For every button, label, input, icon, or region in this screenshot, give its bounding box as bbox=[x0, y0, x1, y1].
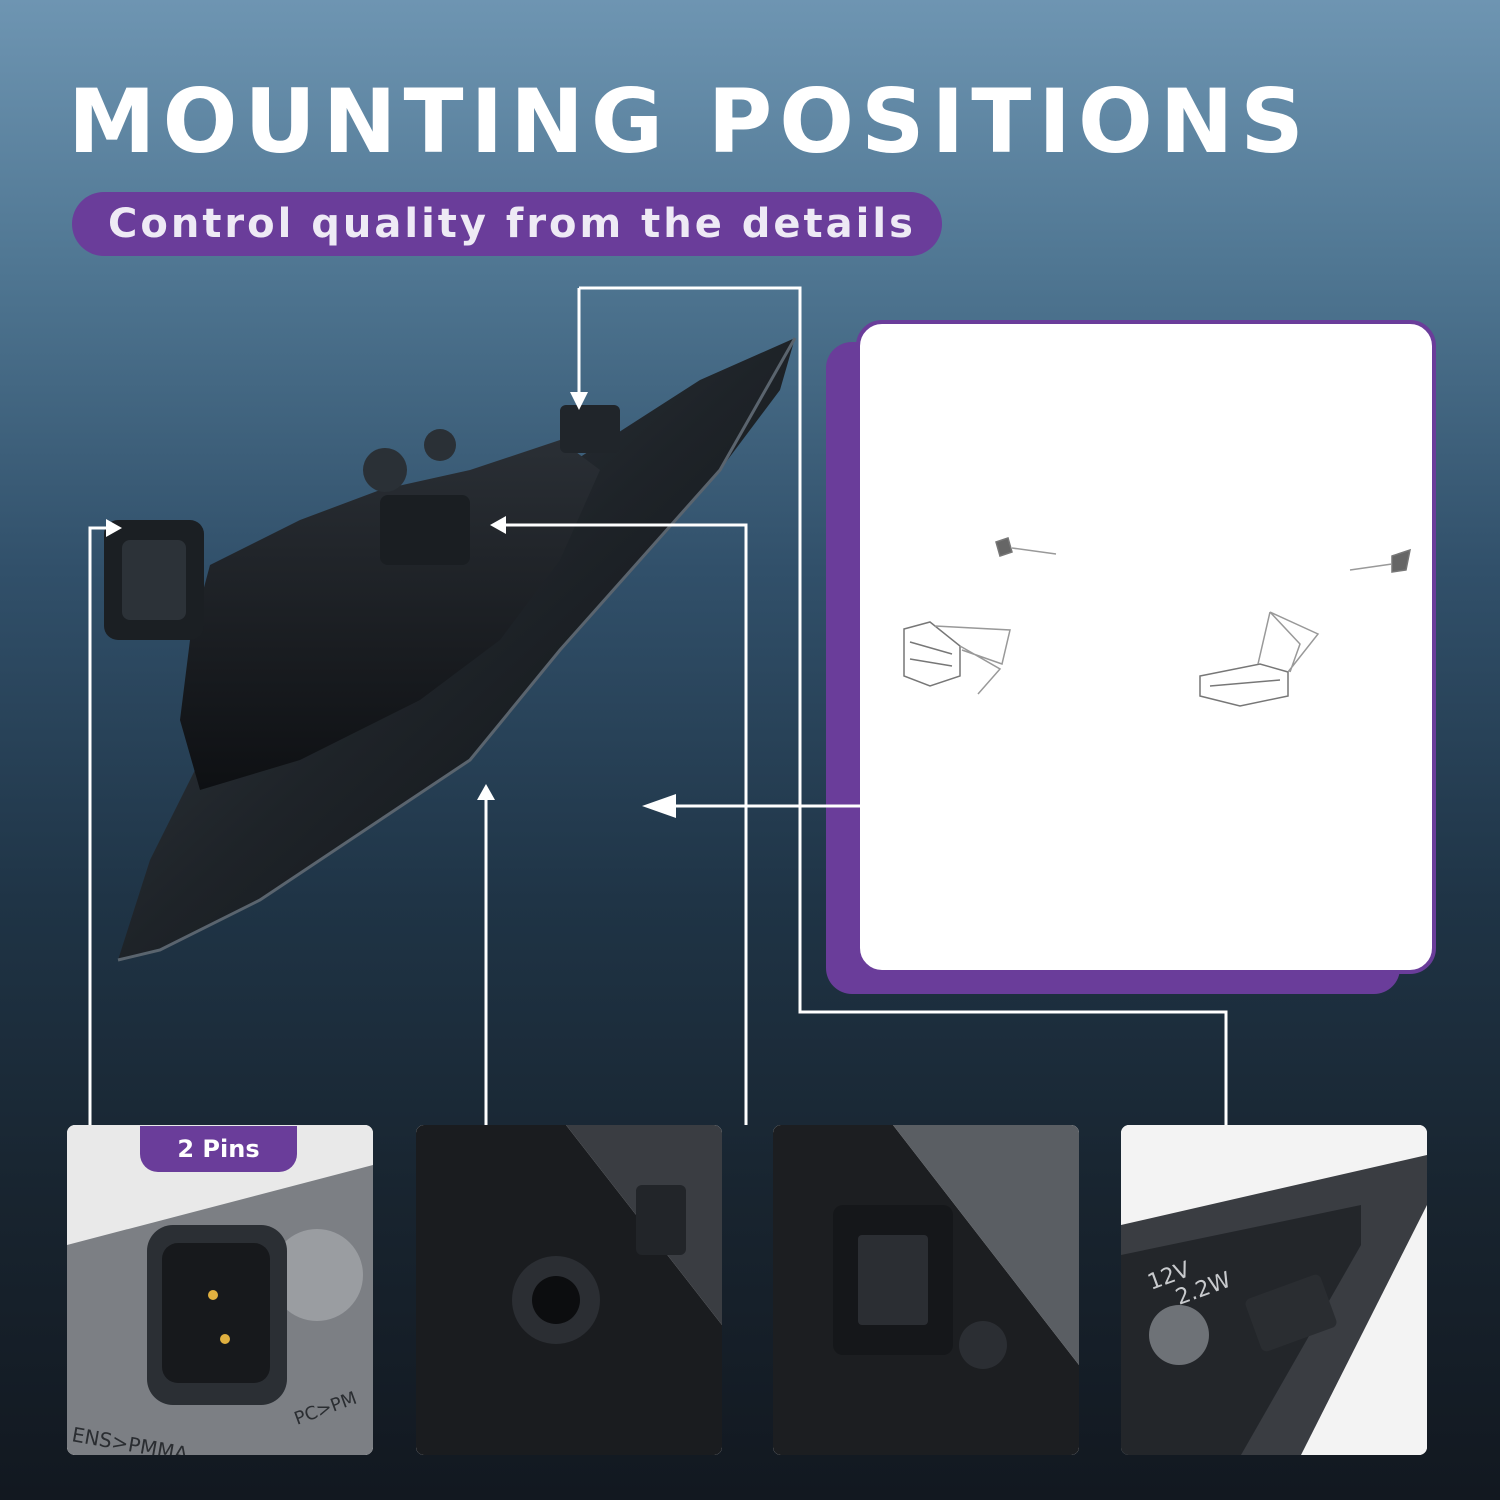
thumbnail-screw-hole bbox=[416, 1125, 722, 1455]
thumbnail-bulb-socket: 12V 2.2W bbox=[1121, 1125, 1427, 1455]
callout-line-top-clip bbox=[579, 286, 1228, 1125]
thumb3-stud bbox=[959, 1321, 1007, 1369]
callout-line-mid-clip bbox=[498, 523, 748, 1125]
thumbnail-connector: ENS>PMMA PC>PM bbox=[67, 1125, 373, 1455]
installation-diagram-card bbox=[856, 320, 1436, 974]
arrow-diagram bbox=[642, 794, 676, 818]
lamp-mid-clip bbox=[380, 495, 470, 565]
thumbnail-clip bbox=[773, 1125, 1079, 1455]
callout-line-connector bbox=[88, 526, 106, 1125]
lamp-stud bbox=[363, 448, 407, 492]
thumb1-pin-1 bbox=[208, 1290, 218, 1300]
thumb4-socket-plug bbox=[1245, 1274, 1337, 1352]
diagram-left-lamp bbox=[903, 621, 961, 687]
lamp-top-clip bbox=[560, 405, 620, 453]
diagram-left-clip bbox=[995, 537, 1013, 557]
thumb4-socket-lens bbox=[1149, 1305, 1209, 1365]
diagram-right-clip bbox=[1391, 548, 1411, 573]
lamp-rim bbox=[117, 337, 797, 962]
arrow-top-clip bbox=[570, 392, 588, 410]
arrow-mid-clip bbox=[490, 516, 506, 534]
pin-count-label: 2 Pins bbox=[177, 1135, 260, 1163]
subtitle-text: Control quality from the details bbox=[108, 201, 916, 247]
thumb2-clip bbox=[636, 1185, 686, 1255]
pin-count-badge: 2 Pins bbox=[140, 1126, 297, 1172]
arrow-connector bbox=[106, 519, 122, 537]
callout-line-diagram bbox=[672, 568, 1032, 808]
page-title: MOUNTING POSITIONS bbox=[68, 70, 1311, 173]
arrow-screw-hole bbox=[477, 784, 495, 800]
installation-diagram bbox=[903, 537, 1411, 707]
diagram-right-lamp bbox=[1199, 663, 1289, 707]
thumb1-pin-2 bbox=[220, 1334, 230, 1344]
subtitle-banner: Control quality from the details bbox=[72, 192, 942, 256]
thumb1-round-lens bbox=[271, 1229, 363, 1321]
